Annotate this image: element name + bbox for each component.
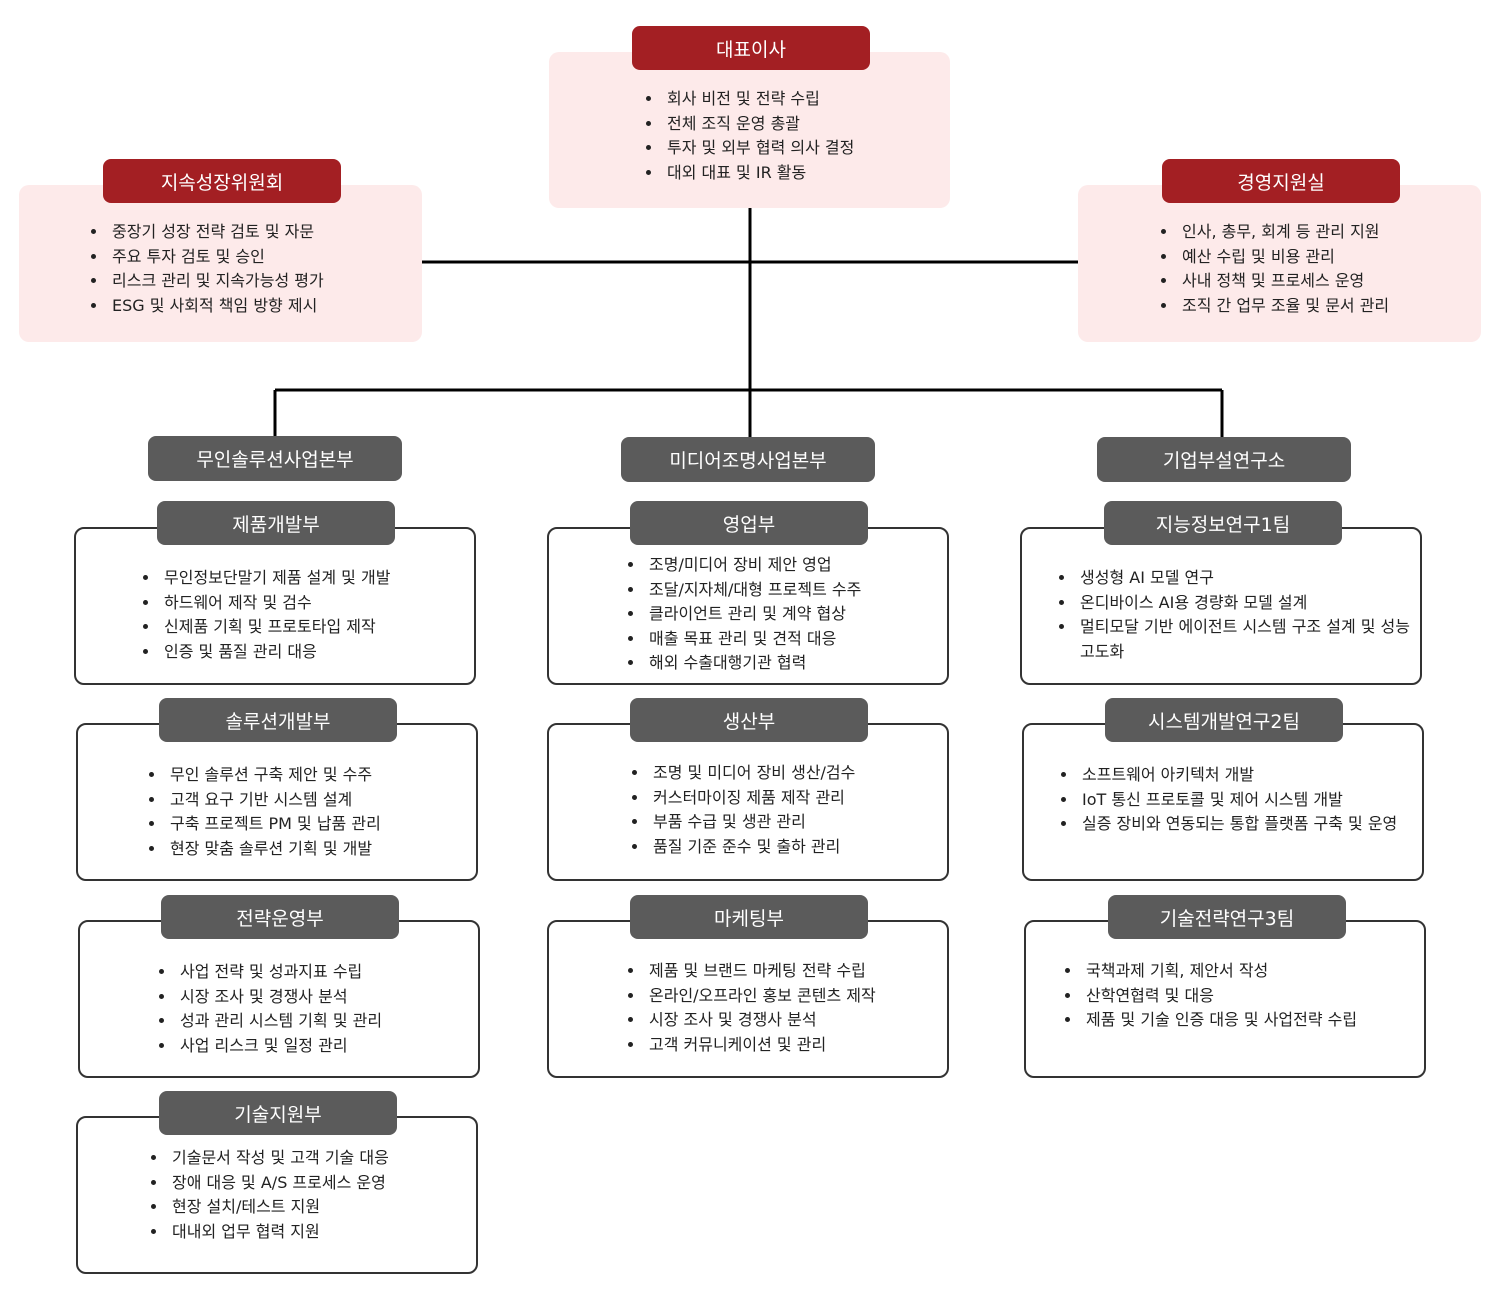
- list-item: 대외 대표 및 IR 활동: [663, 161, 854, 186]
- management-title: 경영지원실: [1162, 159, 1400, 203]
- list-item: 중장기 성장 전략 검토 및 자문: [108, 220, 324, 245]
- dept-duties: 사업 전략 및 성과지표 수립 시장 조사 및 경쟁사 분석 성과 관리 시스템…: [154, 960, 382, 1058]
- division-media-lighting: 미디어조명사업본부: [621, 437, 875, 482]
- list-item: 현장 맞춤 솔루션 기획 및 개발: [166, 837, 381, 862]
- division-research-lab: 기업부설연구소: [1097, 437, 1351, 482]
- dept-title-sales: 영업부: [630, 501, 868, 545]
- committee-title: 지속성장위원회: [103, 159, 341, 203]
- list-item: 소프트웨어 아키텍처 개발: [1078, 763, 1418, 788]
- dept-duties: 조명 및 미디어 장비 생산/검수 커스터마이징 제품 제작 관리 부품 수급 …: [627, 761, 855, 859]
- list-item: 장애 대응 및 A/S 프로세스 운영: [168, 1171, 389, 1196]
- ceo-title: 대표이사: [632, 26, 870, 70]
- list-item: 사업 전략 및 성과지표 수립: [176, 960, 382, 985]
- list-item: 주요 투자 검토 및 승인: [108, 245, 324, 270]
- dept-duties: 제품 및 브랜드 마케팅 전략 수립 온라인/오프라인 홍보 콘텐츠 제작 시장…: [623, 959, 876, 1057]
- dept-duties: 무인 솔루션 구축 제안 및 수주 고객 요구 기반 시스템 설계 구축 프로젝…: [144, 763, 381, 861]
- list-item: 인사, 총무, 회계 등 관리 지원: [1178, 220, 1389, 245]
- dept-box-production: 조명 및 미디어 장비 생산/검수 커스터마이징 제품 제작 관리 부품 수급 …: [547, 723, 949, 881]
- management-box: 인사, 총무, 회계 등 관리 지원 예산 수립 및 비용 관리 사내 정책 및…: [1078, 185, 1481, 342]
- dept-duties: 조명/미디어 장비 제안 영업 조달/지자체/대형 프로젝트 수주 클라이언트 …: [623, 553, 861, 676]
- dept-box-strategy-team3: 국책과제 기획, 제안서 작성 산학연협력 및 대응 제품 및 기술 인증 대응…: [1024, 920, 1426, 1078]
- list-item: 생성형 AI 모델 연구: [1076, 566, 1416, 591]
- dept-title-solution-dev: 솔루션개발부: [159, 698, 397, 742]
- list-item: 시장 조사 및 경쟁사 분석: [645, 1008, 876, 1033]
- list-item: 하드웨어 제작 및 검수: [160, 591, 390, 616]
- list-item: 조명 및 미디어 장비 생산/검수: [649, 761, 855, 786]
- division-unmanned-solution: 무인솔루션사업본부: [148, 436, 402, 481]
- list-item: 회사 비전 및 전략 수립: [663, 87, 854, 112]
- list-item: 조직 간 업무 조율 및 문서 관리: [1178, 294, 1389, 319]
- list-item: 투자 및 외부 협력 의사 결정: [663, 136, 854, 161]
- list-item: 고객 요구 기반 시스템 설계: [166, 788, 381, 813]
- list-item: 리스크 관리 및 지속가능성 평가: [108, 269, 324, 294]
- list-item: 인증 및 품질 관리 대응: [160, 640, 390, 665]
- dept-box-strategy-ops: 사업 전략 및 성과지표 수립 시장 조사 및 경쟁사 분석 성과 관리 시스템…: [78, 920, 480, 1078]
- dept-box-marketing: 제품 및 브랜드 마케팅 전략 수립 온라인/오프라인 홍보 콘텐츠 제작 시장…: [547, 920, 949, 1078]
- list-item: 온라인/오프라인 홍보 콘텐츠 제작: [645, 984, 876, 1009]
- dept-box-solution-dev: 무인 솔루션 구축 제안 및 수주 고객 요구 기반 시스템 설계 구축 프로젝…: [76, 723, 478, 881]
- list-item: 멀티모달 기반 에이전트 시스템 구조 설계 및 성능 고도화: [1076, 615, 1416, 664]
- dept-box-ai-team1: 생성형 AI 모델 연구 온디바이스 AI용 경량화 모델 설계 멀티모달 기반…: [1020, 527, 1422, 685]
- dept-box-system-team2: 소프트웨어 아키텍처 개발 IoT 통신 프로토콜 및 제어 시스템 개발 실증…: [1022, 723, 1424, 881]
- dept-box-sales: 조명/미디어 장비 제안 영업 조달/지자체/대형 프로젝트 수주 클라이언트 …: [547, 527, 949, 685]
- dept-title-tech-support: 기술지원부: [159, 1091, 397, 1135]
- list-item: 실증 장비와 연동되는 통합 플랫폼 구축 및 운영: [1078, 812, 1418, 837]
- list-item: 기술문서 작성 및 고객 기술 대응: [168, 1146, 389, 1171]
- list-item: 예산 수립 및 비용 관리: [1178, 245, 1389, 270]
- committee-duties: 중장기 성장 전략 검토 및 자문 주요 투자 검토 및 승인 리스크 관리 및…: [86, 220, 324, 318]
- list-item: 무인정보단말기 제품 설계 및 개발: [160, 566, 390, 591]
- list-item: 해외 수출대행기관 협력: [645, 651, 861, 676]
- dept-title-production: 생산부: [630, 698, 868, 742]
- list-item: 전체 조직 운영 총괄: [663, 112, 854, 137]
- dept-title-ai-team1: 지능정보연구1팀: [1104, 501, 1342, 545]
- committee-box: 중장기 성장 전략 검토 및 자문 주요 투자 검토 및 승인 리스크 관리 및…: [19, 185, 422, 342]
- list-item: 국책과제 기획, 제안서 작성: [1082, 959, 1432, 984]
- dept-duties: 기술문서 작성 및 고객 기술 대응 장애 대응 및 A/S 프로세스 운영 현…: [146, 1146, 389, 1244]
- list-item: 산학연협력 및 대응: [1082, 984, 1432, 1009]
- list-item: 신제품 기획 및 프로토타입 제작: [160, 615, 390, 640]
- list-item: 무인 솔루션 구축 제안 및 수주: [166, 763, 381, 788]
- list-item: 사내 정책 및 프로세스 운영: [1178, 269, 1389, 294]
- list-item: ESG 및 사회적 책임 방향 제시: [108, 294, 324, 319]
- dept-title-system-team2: 시스템개발연구2팀: [1105, 698, 1343, 742]
- ceo-duties: 회사 비전 및 전략 수립 전체 조직 운영 총괄 투자 및 외부 협력 의사 …: [641, 87, 854, 185]
- management-duties: 인사, 총무, 회계 등 관리 지원 예산 수립 및 비용 관리 사내 정책 및…: [1156, 220, 1389, 318]
- list-item: 구축 프로젝트 PM 및 납품 관리: [166, 812, 381, 837]
- dept-box-product-dev: 무인정보단말기 제품 설계 및 개발 하드웨어 제작 및 검수 신제품 기획 및…: [74, 527, 476, 685]
- dept-duties: 생성형 AI 모델 연구 온디바이스 AI용 경량화 모델 설계 멀티모달 기반…: [1054, 566, 1416, 664]
- list-item: 사업 리스크 및 일정 관리: [176, 1034, 382, 1059]
- dept-title-strategy-ops: 전략운영부: [161, 895, 399, 939]
- dept-duties: 무인정보단말기 제품 설계 및 개발 하드웨어 제작 및 검수 신제품 기획 및…: [138, 566, 390, 664]
- list-item: 조명/미디어 장비 제안 영업: [645, 553, 861, 578]
- ceo-box: 회사 비전 및 전략 수립 전체 조직 운영 총괄 투자 및 외부 협력 의사 …: [549, 52, 950, 208]
- list-item: 클라이언트 관리 및 계약 협상: [645, 602, 861, 627]
- list-item: 매출 목표 관리 및 견적 대응: [645, 627, 861, 652]
- list-item: 제품 및 브랜드 마케팅 전략 수립: [645, 959, 876, 984]
- dept-box-tech-support: 기술문서 작성 및 고객 기술 대응 장애 대응 및 A/S 프로세스 운영 현…: [76, 1116, 478, 1274]
- list-item: 품질 기준 준수 및 출하 관리: [649, 835, 855, 860]
- list-item: 현장 설치/테스트 지원: [168, 1195, 389, 1220]
- list-item: 부품 수급 및 생관 관리: [649, 810, 855, 835]
- dept-duties: 소프트웨어 아키텍처 개발 IoT 통신 프로토콜 및 제어 시스템 개발 실증…: [1056, 763, 1418, 837]
- list-item: 제품 및 기술 인증 대응 및 사업전략 수립: [1082, 1008, 1432, 1033]
- list-item: 커스터마이징 제품 제작 관리: [649, 786, 855, 811]
- list-item: 시장 조사 및 경쟁사 분석: [176, 985, 382, 1010]
- dept-title-product-dev: 제품개발부: [157, 501, 395, 545]
- list-item: 성과 관리 시스템 기획 및 관리: [176, 1009, 382, 1034]
- dept-title-marketing: 마케팅부: [630, 895, 868, 939]
- dept-title-strategy-team3: 기술전략연구3팀: [1108, 895, 1346, 939]
- dept-duties: 국책과제 기획, 제안서 작성 산학연협력 및 대응 제품 및 기술 인증 대응…: [1060, 959, 1432, 1033]
- list-item: 대내외 업무 협력 지원: [168, 1220, 389, 1245]
- list-item: IoT 통신 프로토콜 및 제어 시스템 개발: [1078, 788, 1418, 813]
- list-item: 고객 커뮤니케이션 및 관리: [645, 1033, 876, 1058]
- list-item: 온디바이스 AI용 경량화 모델 설계: [1076, 591, 1416, 616]
- list-item: 조달/지자체/대형 프로젝트 수주: [645, 578, 861, 603]
